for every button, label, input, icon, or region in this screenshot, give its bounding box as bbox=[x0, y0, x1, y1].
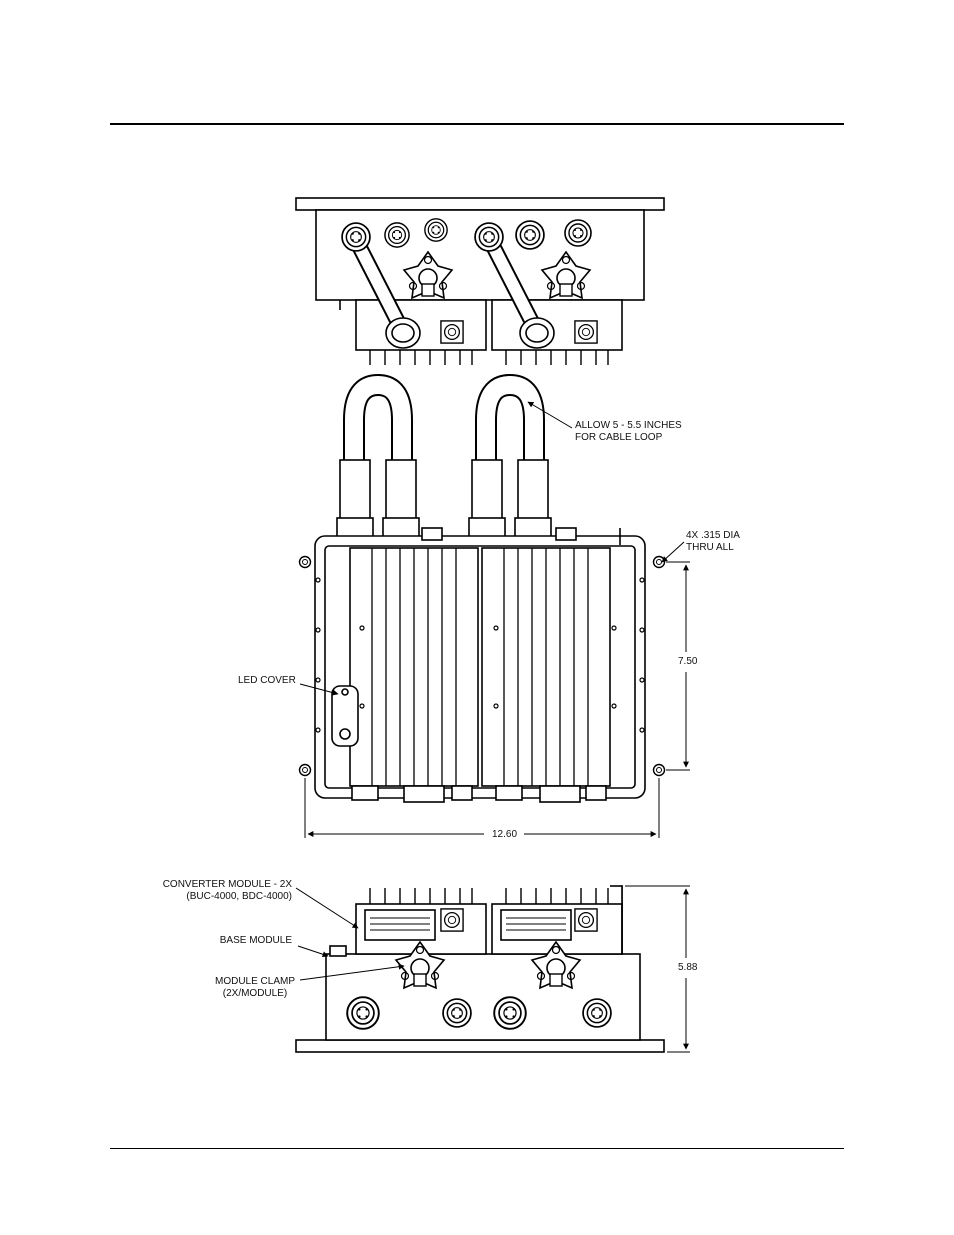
converter-module-label-2: (BUC-4000, BDC-4000) bbox=[186, 891, 292, 902]
module-clamp-label-1: MODULE CLAMP bbox=[214, 976, 295, 987]
cable-loop-label-1: ALLOW 5 - 5.5 INCHES bbox=[575, 420, 682, 431]
side-view bbox=[295, 885, 665, 1053]
footer-rule bbox=[110, 1148, 844, 1149]
front-view bbox=[314, 373, 646, 803]
height-dimension: 7.50 bbox=[676, 656, 700, 667]
front-dimensions bbox=[299, 401, 690, 838]
depth-dimension: 5.88 bbox=[676, 962, 700, 973]
header-rule bbox=[110, 123, 844, 125]
module-clamp-label-2: (2X/MODULE) bbox=[222, 988, 288, 999]
side-dimensions bbox=[295, 885, 690, 1053]
led-cover-label: LED COVER bbox=[238, 675, 296, 686]
cable-loop-label-2: FOR CABLE LOOP bbox=[575, 432, 663, 443]
converter-module-label-1: CONVERTER MODULE - 2X bbox=[162, 879, 292, 890]
base-module-label: BASE MODULE bbox=[219, 935, 292, 946]
holes-label-2: THRU ALL bbox=[686, 542, 734, 553]
top-view bbox=[295, 197, 665, 365]
holes-label-1: 4X .315 DIA bbox=[686, 530, 740, 541]
width-dimension: 12.60 bbox=[490, 829, 520, 840]
